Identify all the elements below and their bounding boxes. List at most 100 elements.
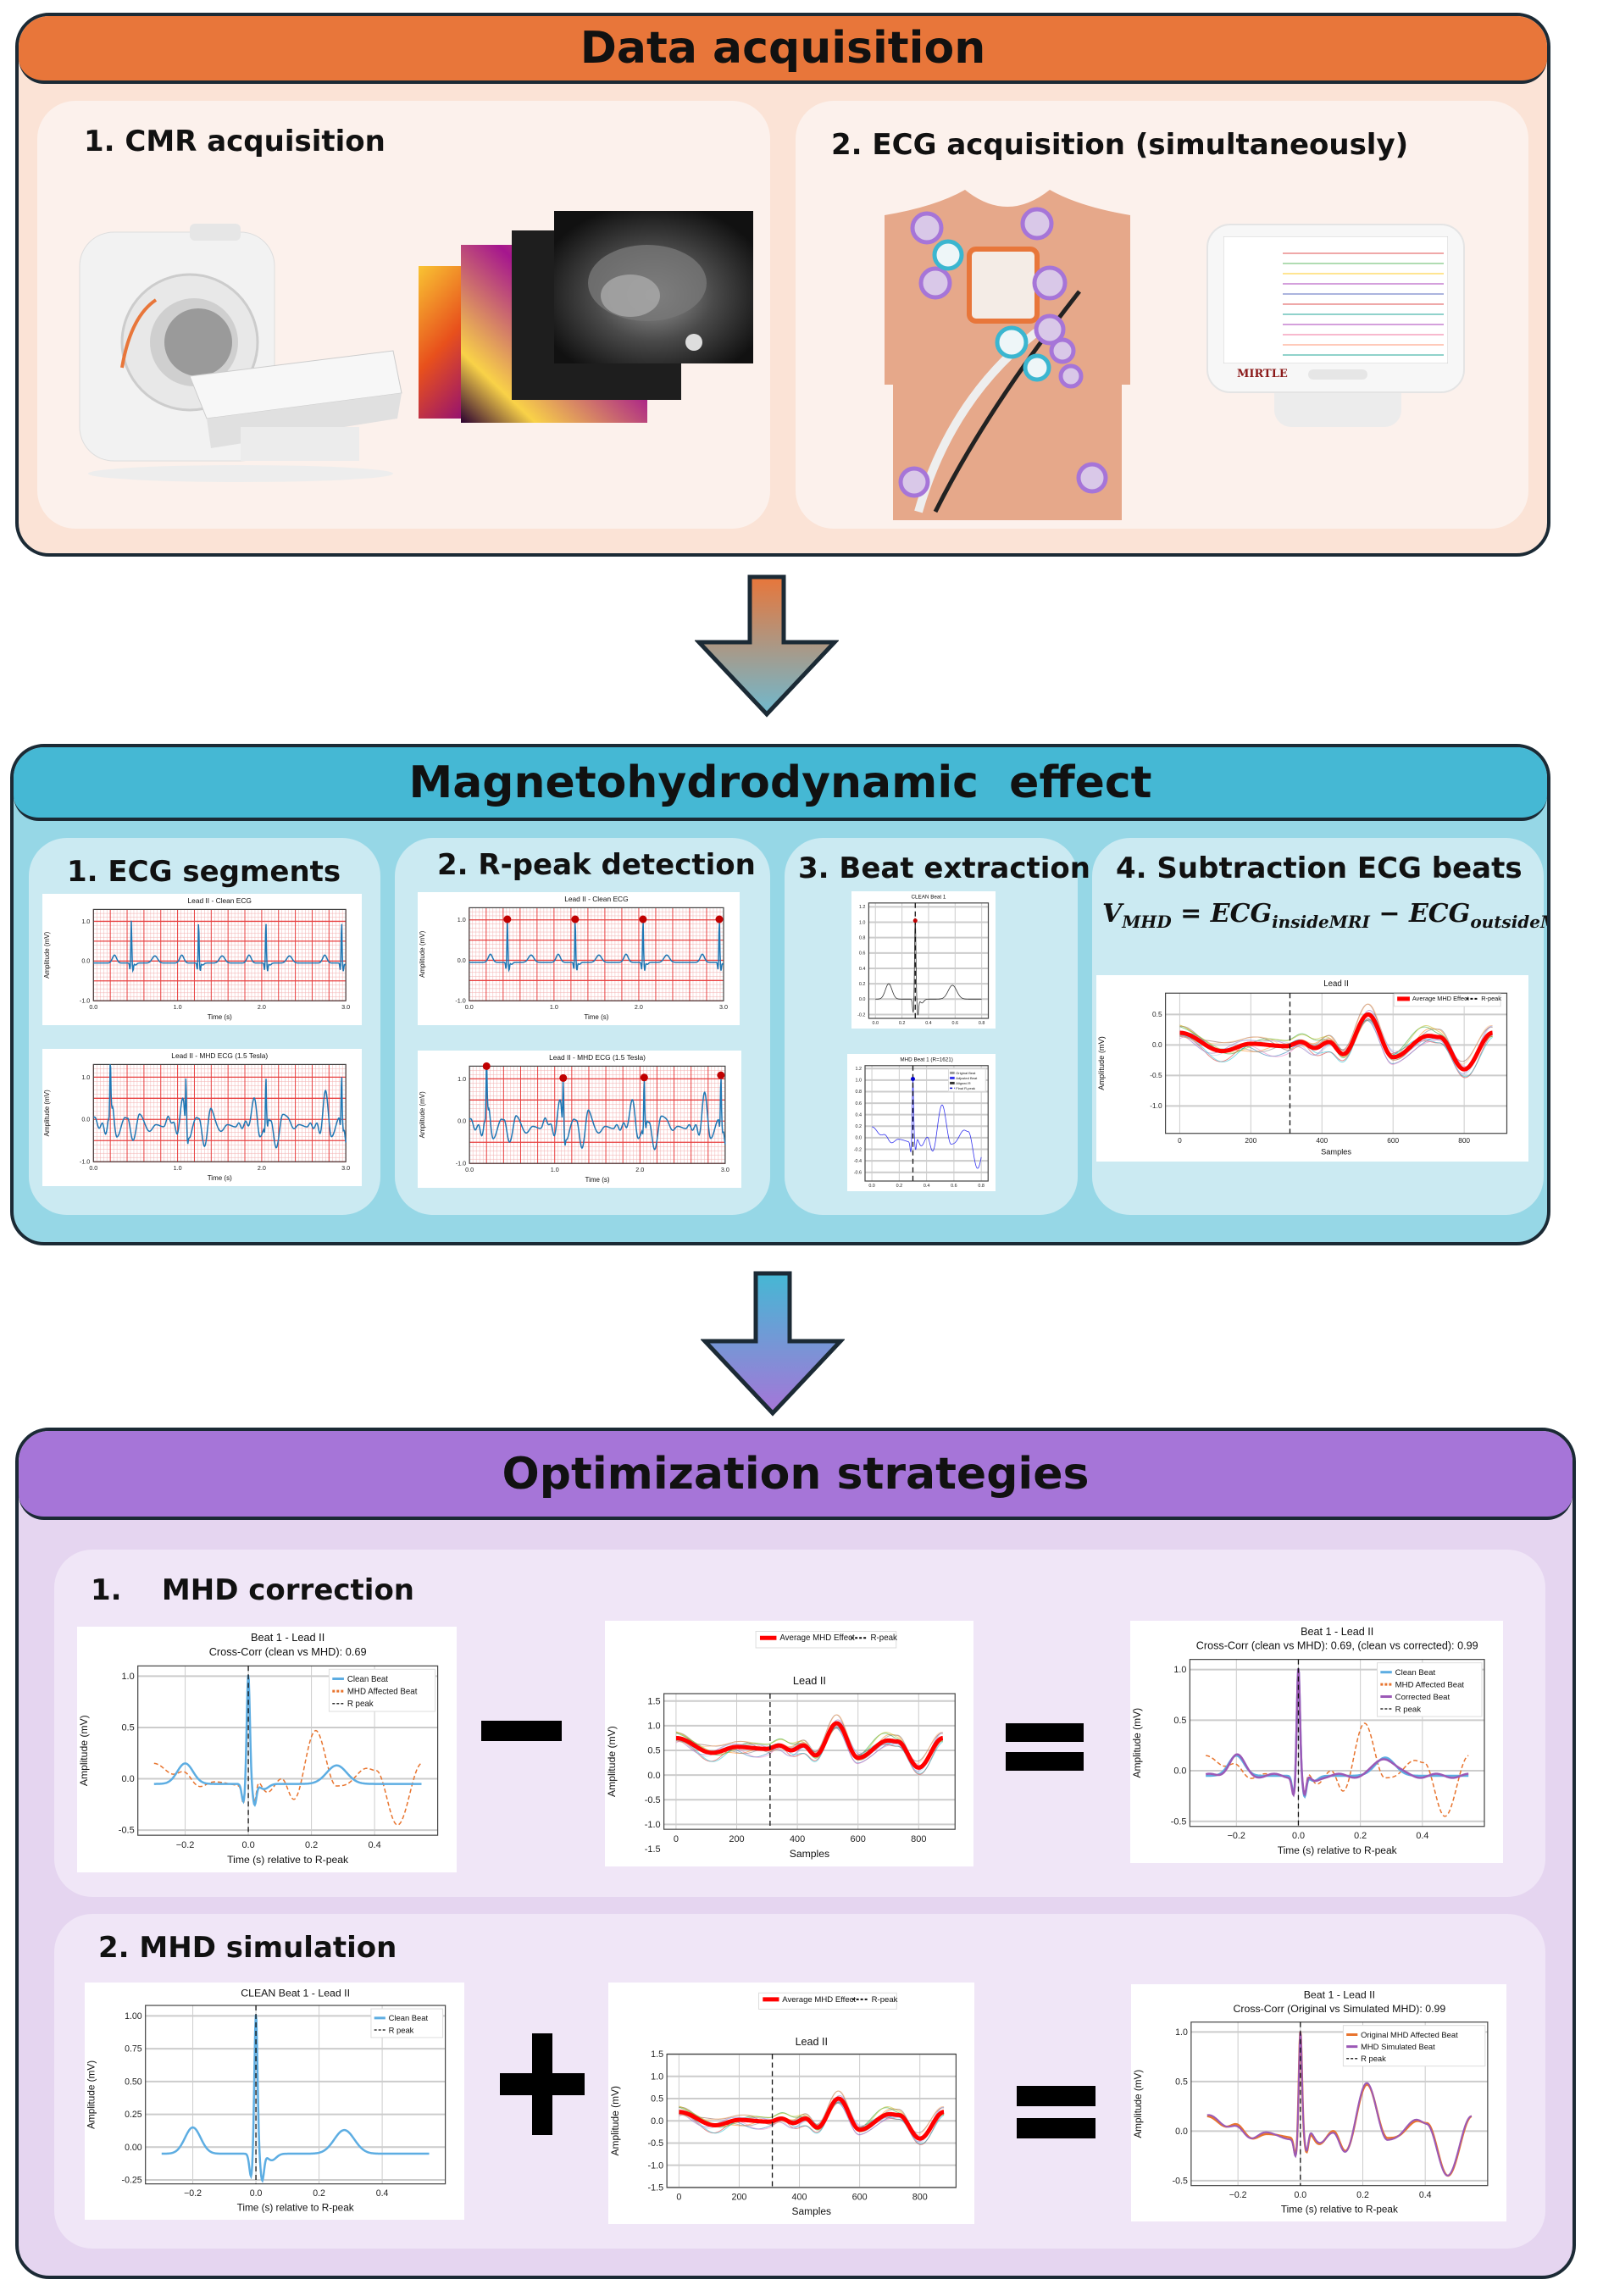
section-header: Optimization strategies [19, 1431, 1572, 1520]
chart-title: MHD Beat 1 (R=1621) [900, 1056, 952, 1062]
y-tick-label: -0.2 [854, 1147, 862, 1152]
x-tick-label: 0.0 [868, 1184, 875, 1189]
y-tick-label: -0.25 [122, 2176, 142, 2186]
x-axis-label: Time (s) relative to R-peak [227, 1854, 349, 1866]
ecg-monitor: MIRTLE [1206, 224, 1465, 427]
x-tick-label: 0.0 [250, 2188, 263, 2199]
grid [469, 1066, 726, 1164]
mhd-avg-line [1179, 1012, 1493, 1072]
grid [865, 1065, 989, 1181]
x-tick-label: 2.0 [258, 1164, 266, 1172]
mhd-avg-line [679, 2096, 945, 2141]
x-tick-label: 3.0 [719, 1003, 728, 1011]
x-tick-label: 1.0 [174, 1164, 182, 1172]
grid [1190, 2021, 1488, 2186]
chart-title: Lead II [796, 2036, 828, 2048]
x-tick-label: −0.2 [1228, 1831, 1245, 1841]
y-tick-label: 0.0 [1152, 1040, 1162, 1049]
x-axis-label: Samples [791, 2205, 831, 2217]
chart-title: Lead II - Clean ECG [188, 896, 252, 905]
x-tick-label: 3.0 [341, 1003, 350, 1011]
r-peak-marker [559, 1073, 568, 1082]
legend-box [370, 2008, 444, 2038]
y-tick-label: 1.0 [121, 1672, 134, 1682]
legend-label: Clean Beat [389, 2013, 429, 2022]
y-tick-label: -1.0 [455, 997, 465, 1005]
x-tick-label: 0.8 [978, 1184, 985, 1189]
chart-title: Lead II [793, 1674, 826, 1687]
legend-label: Average MHD Effect [1412, 995, 1469, 1002]
y-tick-label: 1.5 [647, 1696, 660, 1706]
y-tick-label: -0.5 [119, 1826, 135, 1836]
down-arrow-icon [695, 574, 839, 718]
plot-frame [1190, 2021, 1489, 2187]
x-tick-label: 0 [676, 2192, 681, 2202]
formula-term2-sub: outsideMRI [1470, 912, 1547, 932]
y-tick-label: 0.25 [125, 2110, 142, 2120]
legend-label: R peak [1361, 2054, 1386, 2063]
cmr-acquisition-panel: 1. CMR acquisition [37, 101, 770, 529]
equals-operator-icon [1006, 1723, 1084, 1742]
x-tick-label: 200 [1245, 1136, 1256, 1145]
x-axis-label: Time (s) [208, 1174, 232, 1182]
beat-clean-line [161, 2014, 430, 2183]
x-tick-label: 0.0 [465, 1003, 474, 1011]
r-peak-marker [639, 915, 647, 923]
x-tick-label: 0 [1178, 1136, 1182, 1145]
legend-box [328, 1668, 436, 1712]
y-tick-label: 1.0 [1175, 2027, 1188, 2038]
legend-label: MHD Simulated Beat [1361, 2042, 1435, 2051]
x-tick-label: 3.0 [341, 1164, 350, 1172]
r-peak-marker [503, 915, 512, 923]
y-tick-label: 0.4 [859, 967, 866, 972]
legend-label: Corrected Beat [1395, 1693, 1450, 1702]
x-tick-label: 600 [1387, 1136, 1399, 1145]
x-tick-label: −0.2 [1229, 2190, 1247, 2200]
beat-mhd-line [1206, 1669, 1469, 1817]
y-tick-label: 1.2 [859, 905, 866, 910]
x-tick-label: 0.0 [465, 1166, 474, 1173]
legend-label: R-peak [1481, 995, 1501, 1002]
plot-frame [469, 1065, 726, 1164]
legend-label: Average MHD Effect [779, 1633, 855, 1643]
beat-trace-line [679, 2101, 945, 2144]
y-tick-label: 0.0 [1173, 1766, 1186, 1777]
y-axis-label: Amplitude (mV) [419, 1091, 426, 1138]
y-tick-label: -0.5 [1171, 1816, 1187, 1827]
x-tick-label: 0 [674, 1834, 679, 1844]
legend-box [1377, 1662, 1483, 1717]
minus-operator-icon [481, 1721, 562, 1741]
section-header: Magnetohydrodynamic effect [14, 747, 1547, 821]
x-tick-label: 0.4 [1419, 2190, 1432, 2200]
x-tick-label: 0.6 [951, 1184, 957, 1189]
y-tick-label: -1.5 [648, 2182, 664, 2193]
y-tick-label: -1.0 [80, 997, 90, 1005]
y-tick-label: 1.0 [647, 1722, 660, 1732]
y-tick-label: -1.0 [645, 1820, 661, 1830]
plot-frame [137, 1665, 439, 1836]
x-tick-label: 800 [912, 2192, 928, 2202]
mri-scanner-image [79, 224, 402, 482]
y-tick-label: 0.5 [647, 1746, 660, 1756]
beat-trace-line [675, 1726, 944, 1774]
section-title: Magnetohydrodynamic effect [408, 757, 1152, 808]
chart-title: CLEAN Beat 1 - Lead II [241, 1987, 350, 1999]
plot-frame [145, 2005, 447, 2185]
plot-frame [666, 2053, 957, 2188]
down-arrow-icon [701, 1271, 845, 1417]
plot-frame [469, 907, 724, 1001]
y-tick-label: 0.5 [1152, 1010, 1162, 1018]
y-tick-label: -0.5 [648, 2138, 664, 2149]
r-peak-marker [910, 1076, 915, 1081]
x-tick-label: 800 [911, 1834, 926, 1844]
x-tick-label: 0.0 [241, 1840, 254, 1850]
